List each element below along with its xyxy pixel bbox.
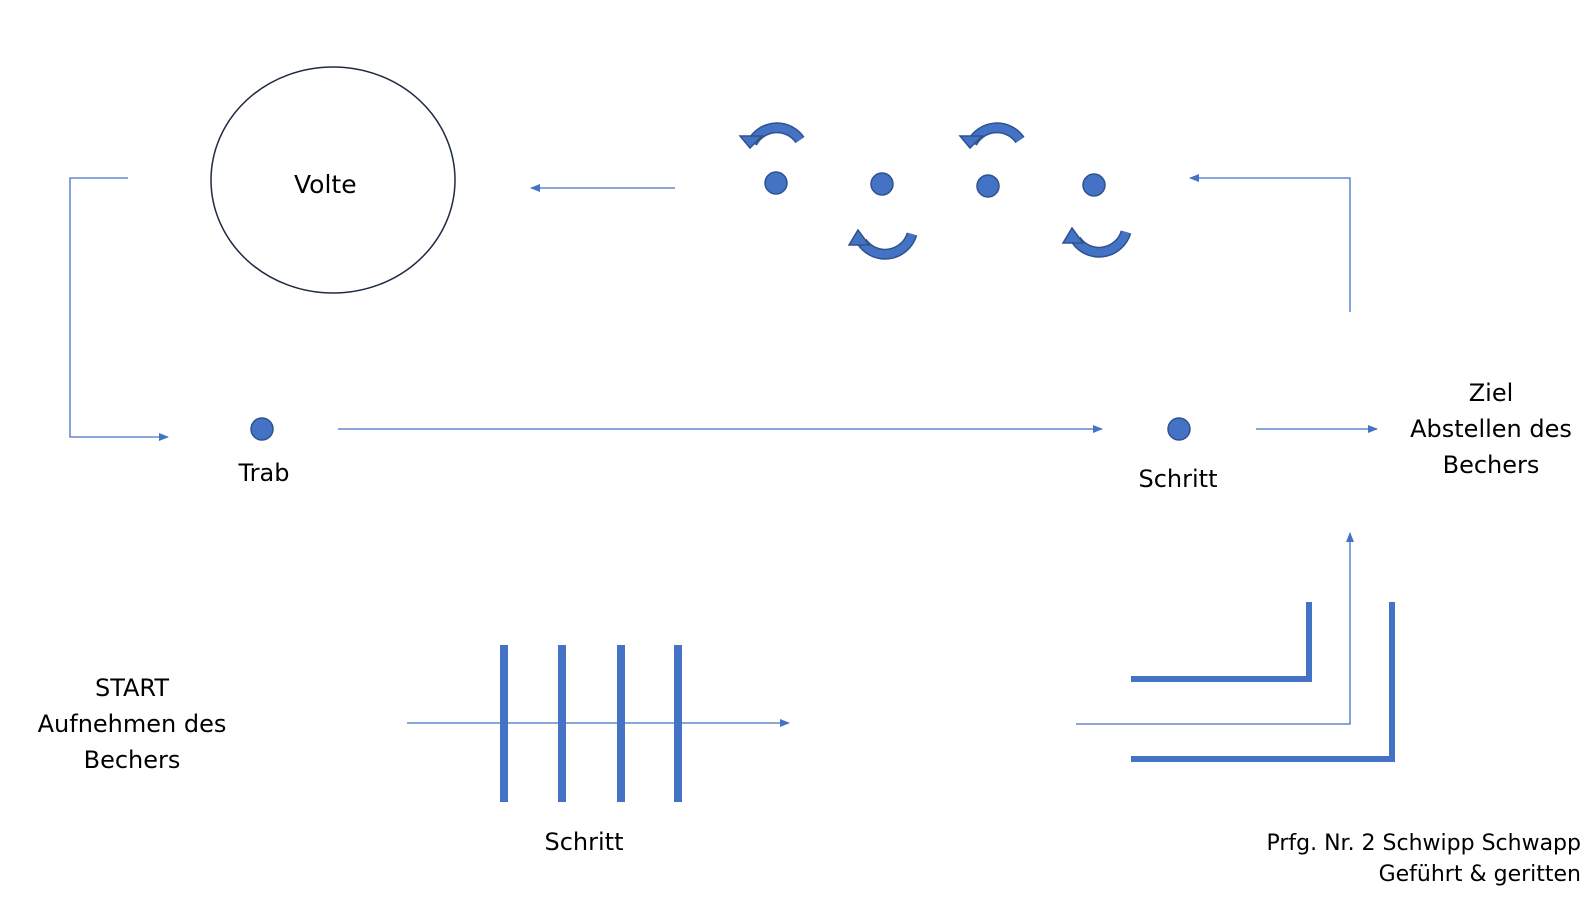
ziel-line-3: Bechers	[1442, 451, 1540, 479]
schritt-mid-label: Schritt	[1138, 465, 1218, 493]
slalom-dot-icon	[870, 172, 894, 196]
slalom-dot-icon	[976, 174, 1000, 198]
schritt-dot-icon	[1167, 417, 1191, 441]
trab-dot-icon	[250, 417, 274, 441]
curved-arrow-icon	[958, 122, 1025, 150]
slalom-dot-icon	[1082, 173, 1106, 197]
right-up-path	[1189, 174, 1351, 312]
corridor-path	[1076, 532, 1354, 725]
start-line-1: START	[94, 674, 170, 702]
footer-line-1: Prfg. Nr. 2 Schwipp Schwapp	[1266, 831, 1581, 856]
slalom-dot-icon	[764, 171, 788, 195]
ziel-label: Ziel Abstellen des Bechers	[1410, 375, 1572, 483]
start-line-3: Bechers	[83, 746, 181, 774]
curved-arrow-icon	[738, 122, 805, 150]
volte-circle	[210, 66, 456, 294]
volte-label: Volte	[294, 170, 357, 199]
footer-label: Prfg. Nr. 2 Schwipp Schwapp Geführt & ge…	[1266, 828, 1581, 890]
ziel-line-1: Ziel	[1468, 379, 1514, 407]
curved-arrow-icon	[847, 228, 918, 260]
trab-label: Trab	[238, 459, 290, 487]
schritt-bottom-label: Schritt	[544, 828, 624, 856]
corridor-inner-wall	[1131, 602, 1312, 682]
footer-line-2: Geführt & geritten	[1378, 862, 1581, 887]
pole-1	[500, 645, 508, 802]
curved-arrow-icon	[1061, 226, 1132, 258]
pole-4	[674, 645, 682, 802]
start-line-2: Aufnehmen des	[37, 710, 227, 738]
ziel-line-2: Abstellen des	[1410, 415, 1572, 443]
start-label: START Aufnehmen des Bechers	[38, 670, 227, 778]
pole-2	[558, 645, 566, 802]
left-return-path	[69, 177, 169, 441]
pole-3	[617, 645, 625, 802]
corridor-outer-wall	[1131, 602, 1395, 762]
